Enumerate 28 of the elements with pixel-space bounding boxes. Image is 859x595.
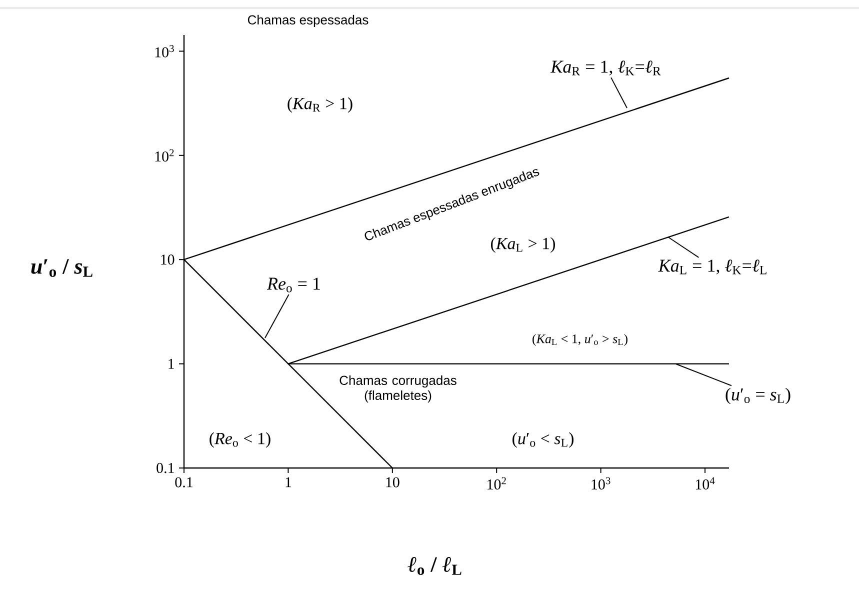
tick-label: 10$^{2}$ bbox=[488, 477, 506, 490]
leader-line bbox=[610, 77, 628, 108]
tick-label: 1 bbox=[168, 358, 174, 369]
axis-title: ℓ$_{o}$ / ℓ$_{L}$ bbox=[408, 557, 462, 575]
tick-label: 10$^{3}$ bbox=[592, 477, 610, 490]
tick-label: 0.1 bbox=[156, 462, 174, 474]
line-label: Ka$_{L}$ = 1, ℓ$_{K}$=ℓ$_{L}$ bbox=[658, 260, 766, 274]
leader-line bbox=[264, 294, 290, 338]
tick-label: 1 bbox=[286, 477, 292, 488]
line-label: Re$_{o}$ = 1 bbox=[266, 278, 320, 292]
tick-label: 10 bbox=[386, 477, 400, 488]
region-label: (u′$_{o}$ < s$_{L}$) bbox=[512, 432, 574, 448]
line-label: Ka$_{R}$ = 1, ℓ$_{K}$=ℓ$_{R}$ bbox=[550, 60, 661, 76]
leader-line bbox=[676, 364, 732, 386]
tick-label: 10$^{3}$ bbox=[155, 45, 174, 58]
region-label: (Ka$_{R}$ > 1) bbox=[288, 97, 352, 113]
region-label: (Re$_{o}$ < 1) bbox=[210, 432, 270, 448]
region-label: (Ka$_{L}$ < 1, u′$_{o}$ > s$_{L}$) bbox=[532, 334, 628, 346]
tick-label: 10 bbox=[161, 254, 174, 265]
tick-label: 0.1 bbox=[175, 477, 192, 488]
axis-title: u′$_{o}$ / s$_{L}$ bbox=[31, 259, 92, 277]
tick-label: 10$^{2}$ bbox=[155, 149, 174, 162]
region-label: Chamas corrugadas (flameletes) bbox=[340, 375, 456, 403]
line-label: (u′$_{o}$ = s$_{L}$) bbox=[726, 388, 790, 404]
region-label: (Ka$_{L}$ > 1) bbox=[491, 237, 555, 253]
tick-label: 10$^{4}$ bbox=[696, 477, 715, 490]
region-label: Chamas espessadas bbox=[248, 14, 368, 28]
leader-line bbox=[668, 236, 700, 258]
